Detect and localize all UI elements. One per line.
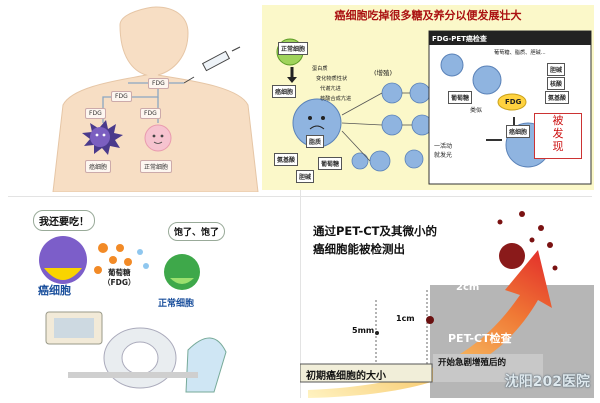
title-line: 癌细胞能被检测出 bbox=[313, 242, 405, 256]
discovered-box: 被 发 现 bbox=[534, 113, 582, 159]
panel-divider-vertical bbox=[300, 8, 301, 398]
panel-cancer-vs-normal: 我还要吃！ 饱了、饱了 癌细胞 正常细胞 bbox=[8, 200, 292, 398]
tumor-1cm bbox=[426, 316, 434, 324]
similar-label: 类似 bbox=[470, 107, 483, 114]
note-text: 蛋白质 bbox=[312, 66, 328, 72]
normal-cell-box: 正常细胞 bbox=[278, 42, 309, 55]
cancer-cell-illustration bbox=[82, 120, 123, 155]
size-2cm-label: 2cm bbox=[456, 282, 480, 293]
glucose-fdg-label: 葡萄糖 （FDG） bbox=[103, 268, 136, 288]
fdg-note: 葡萄糖、脂质、胆碱... bbox=[494, 50, 546, 56]
proliferation-label: (增殖) bbox=[374, 69, 393, 77]
cancer-cell-box: 癌细胞 bbox=[272, 85, 297, 98]
glow-label: 就发光 bbox=[434, 152, 453, 159]
tumor-2cm bbox=[499, 243, 525, 269]
lipid-label: 脂质 bbox=[306, 135, 325, 148]
normal-cell-label: 正常细胞 bbox=[158, 299, 195, 309]
fdg-right-label: 氨基酸 bbox=[545, 91, 570, 104]
note-text: 变化物质性状 bbox=[316, 76, 348, 82]
size-1cm-label: 1cm bbox=[396, 314, 415, 323]
cell-comparison-illustration bbox=[39, 236, 227, 393]
discovered-char: 现 bbox=[552, 140, 564, 153]
note-text: 核酸合成亢进 bbox=[320, 96, 352, 102]
cancer-cell-box-2: 癌细胞 bbox=[506, 125, 531, 138]
panel-petct-detection: 2cm 1cm 5mm PET-CT检查 初期癌细胞的大小 开始急剧增殖后的 bbox=[299, 200, 594, 398]
panel-fdg-body: FDG FDG FDG FDG 癌细胞 正常细胞 bbox=[8, 5, 292, 193]
syringe-icon bbox=[183, 46, 241, 84]
watermark: 沈阳202医院 bbox=[504, 374, 590, 390]
fdg-label: FDG bbox=[85, 108, 106, 119]
tumor-growth-chart bbox=[299, 211, 594, 398]
fdg-label: FDG bbox=[111, 91, 132, 102]
size-5mm-label: 5mm bbox=[352, 326, 375, 335]
petct-label: PET-CT检查 bbox=[448, 332, 512, 345]
title-line: 通过PET-CT及其微小的 bbox=[313, 224, 437, 238]
choline-label: 胆碱 bbox=[296, 170, 315, 183]
body-illustration bbox=[52, 6, 259, 193]
fdg-label: FDG bbox=[140, 108, 161, 119]
normal-cell-label: 正常细胞 bbox=[140, 160, 173, 173]
panel-cancer-eats-sugar: 癌细胞吃掉很多糖及养分以便发展壮大 bbox=[262, 5, 594, 190]
early-size-label: 初期癌细胞的大小 bbox=[306, 371, 386, 382]
discovered-char: 发 bbox=[552, 127, 564, 140]
normal-cell-ball bbox=[164, 254, 200, 290]
fdg-label: FDG bbox=[505, 98, 522, 106]
fdg-check-title: FDG-PET癌检查 bbox=[432, 35, 487, 43]
full-speech-bubble: 饱了、饱了 bbox=[168, 222, 226, 241]
note-text: 代谢亢进 bbox=[320, 86, 341, 92]
discovered-char: 被 bbox=[552, 114, 564, 127]
hungry-speech-bubble: 我还要吃！ bbox=[33, 210, 95, 231]
glucose-line: 葡萄糖 bbox=[108, 268, 131, 277]
panel-title: 癌细胞吃掉很多糖及养分以便发展壮大 bbox=[334, 9, 522, 22]
fdg-label: FDG bbox=[148, 78, 169, 89]
amino-acid-label: 氨基酸 bbox=[274, 153, 299, 166]
normal-cell-illustration bbox=[144, 124, 172, 152]
growth-arrow bbox=[308, 250, 552, 398]
cancer-cell-label: 癌细胞 bbox=[38, 284, 71, 297]
glucose-label: 葡萄糖 bbox=[318, 157, 343, 170]
activity-label: 一活动 bbox=[434, 143, 453, 150]
tumor-5mm bbox=[375, 331, 379, 335]
fdg-right-label: 胆碱 bbox=[547, 63, 566, 76]
fdg-line: （FDG） bbox=[103, 278, 136, 287]
panel-divider-horizontal bbox=[8, 196, 592, 197]
panel-title: 通过PET-CT及其微小的 癌细胞能被检测出 bbox=[313, 222, 437, 258]
fdg-right-label: 核酸 bbox=[547, 77, 566, 90]
rapid-growth-label: 开始急剧增殖后的 bbox=[438, 358, 507, 368]
cancer-cell-label: 癌细胞 bbox=[85, 160, 112, 173]
glucose-label-2: 葡萄糖 bbox=[448, 91, 473, 104]
